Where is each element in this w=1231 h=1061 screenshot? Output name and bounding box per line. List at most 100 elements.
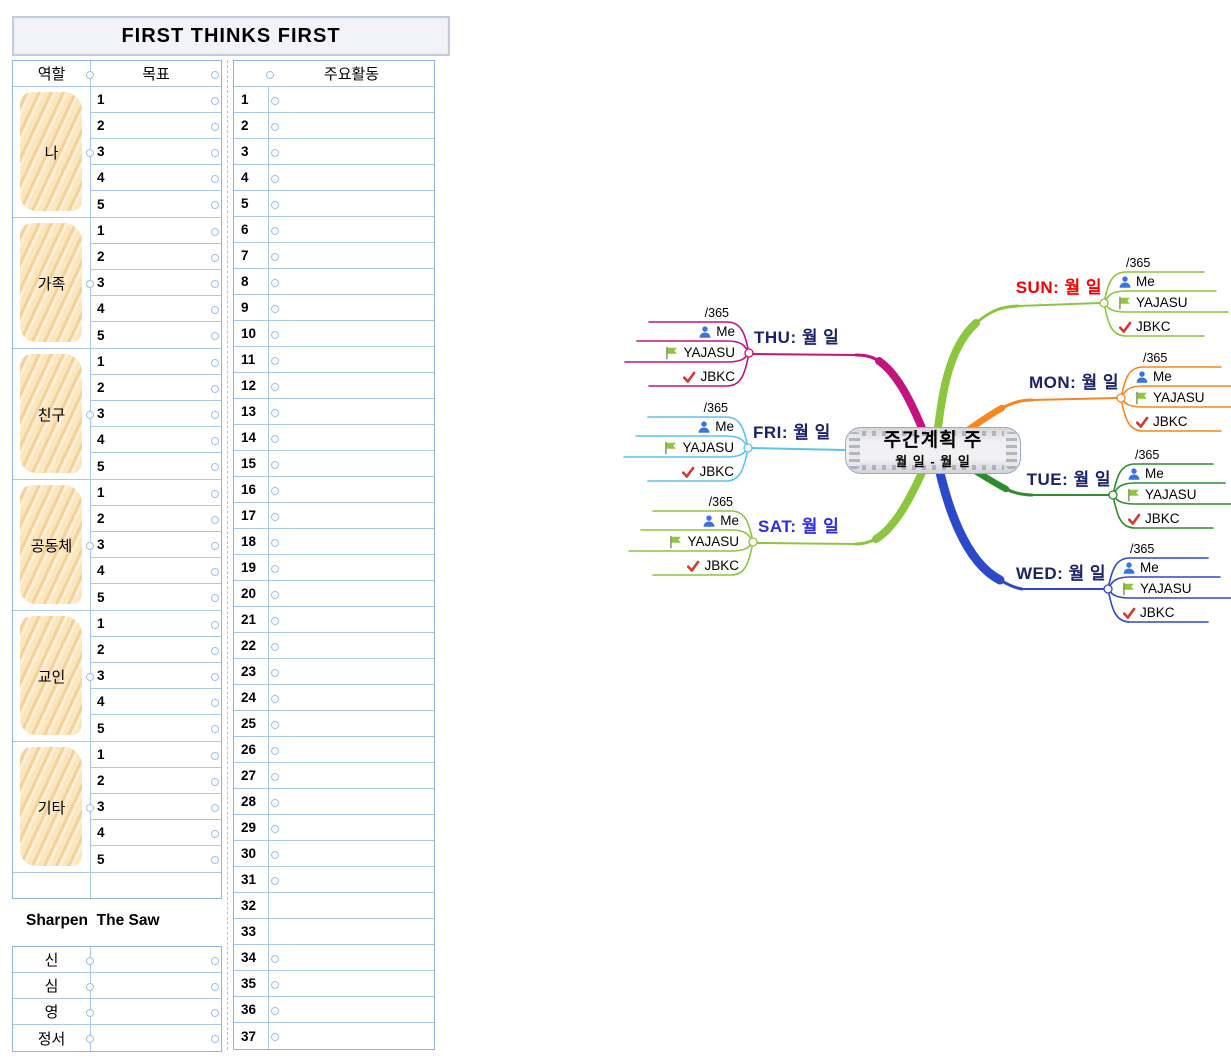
activity-row[interactable]: 36 xyxy=(234,997,434,1023)
branch-wed-label[interactable]: WED: 월 일 xyxy=(1015,564,1106,583)
activity-row[interactable]: 8 xyxy=(234,269,434,295)
branch-sun-child-365[interactable]: /365 xyxy=(1126,256,1150,270)
activity-row[interactable]: 15 xyxy=(234,451,434,477)
sharpen-row-cell[interactable] xyxy=(91,1025,221,1051)
sharpen-row-cell[interactable] xyxy=(91,973,221,998)
goal-row[interactable]: 1 xyxy=(91,218,221,244)
sharpen-row[interactable]: 신 xyxy=(13,947,221,973)
sharpen-row[interactable]: 정서 xyxy=(13,1025,221,1051)
goal-row[interactable]: 1 xyxy=(91,349,221,375)
branch-wed-child-me[interactable]: Me xyxy=(1122,560,1159,575)
branch-tue-child-yajasu[interactable]: YAJASU xyxy=(1127,487,1197,502)
branch-tue-junction-handle[interactable] xyxy=(1108,490,1118,500)
role-cell[interactable]: 기타 xyxy=(13,742,94,872)
branch-fri-child-me[interactable]: Me xyxy=(697,419,734,434)
branch-fri-child-365[interactable]: /365 xyxy=(704,401,728,415)
activity-row[interactable]: 29 xyxy=(234,815,434,841)
branch-wed-child-jbkc[interactable]: JBKC xyxy=(1122,605,1175,620)
goal-row[interactable]: 1 xyxy=(91,611,221,637)
activity-row[interactable]: 12 xyxy=(234,373,434,399)
branch-thu-child-jbkc[interactable]: JBKC xyxy=(682,369,735,384)
branch-fri-label[interactable]: FRI: 월 일 xyxy=(753,423,831,442)
activity-row[interactable]: 4 xyxy=(234,165,434,191)
goal-row[interactable]: 2 xyxy=(91,113,221,139)
sharpen-row[interactable]: 심 xyxy=(13,973,221,999)
role-cell[interactable]: 교인 xyxy=(13,611,94,741)
branch-wed-child-365[interactable]: /365 xyxy=(1130,542,1154,556)
activity-row[interactable]: 17 xyxy=(234,503,434,529)
goal-row[interactable]: 4 xyxy=(91,165,221,191)
goal-row[interactable]: 4 xyxy=(91,558,221,584)
activity-row[interactable]: 28 xyxy=(234,789,434,815)
activity-row[interactable]: 7 xyxy=(234,243,434,269)
branch-wed-junction-handle[interactable] xyxy=(1103,584,1113,594)
activity-row[interactable]: 22 xyxy=(234,633,434,659)
activity-row[interactable]: 13 xyxy=(234,399,434,425)
goal-row[interactable]: 5 xyxy=(91,846,221,872)
role-cell[interactable]: 친구 xyxy=(13,349,94,479)
branch-sat-child-365[interactable]: /365 xyxy=(709,495,733,509)
activity-row[interactable]: 24 xyxy=(234,685,434,711)
sharpen-the-saw-title[interactable]: Sharpen The Saw xyxy=(26,912,160,929)
goal-row[interactable]: 5 xyxy=(91,453,221,479)
goal-row[interactable]: 1 xyxy=(91,87,221,113)
activity-row[interactable]: 32 xyxy=(234,893,434,919)
branch-sat-junction-handle[interactable] xyxy=(748,537,758,547)
activity-row[interactable]: 6 xyxy=(234,217,434,243)
branch-mon-child-me[interactable]: Me xyxy=(1135,369,1172,384)
goal-row[interactable]: 5 xyxy=(91,322,221,348)
goal-row[interactable]: 4 xyxy=(91,820,221,846)
goal-row[interactable]: 5 xyxy=(91,715,221,741)
branch-sat-child-me[interactable]: Me xyxy=(702,513,739,528)
activity-row[interactable]: 30 xyxy=(234,841,434,867)
activity-row[interactable]: 37 xyxy=(234,1023,434,1049)
sharpen-row-cell[interactable] xyxy=(91,947,221,972)
branch-thu-child-yajasu[interactable]: YAJASU xyxy=(665,345,735,360)
activity-row[interactable]: 19 xyxy=(234,555,434,581)
activity-row[interactable]: 34 xyxy=(234,945,434,971)
goal-row[interactable]: 3 xyxy=(91,663,221,689)
goal-row[interactable]: 5 xyxy=(91,584,221,610)
goal-row[interactable]: 2 xyxy=(91,244,221,270)
mindmap-center-node[interactable]: 주간계획 주 월 일 - 월 일 xyxy=(845,427,1021,474)
activity-row[interactable]: 14 xyxy=(234,425,434,451)
goal-row[interactable]: 2 xyxy=(91,768,221,794)
goal-row[interactable]: 3 xyxy=(91,401,221,427)
activity-row[interactable]: 18 xyxy=(234,529,434,555)
activity-row[interactable]: 2 xyxy=(234,113,434,139)
activity-row[interactable]: 20 xyxy=(234,581,434,607)
goal-row[interactable]: 3 xyxy=(91,794,221,820)
branch-tue-child-me[interactable]: Me xyxy=(1127,466,1164,481)
activity-row[interactable]: 26 xyxy=(234,737,434,763)
sharpen-row[interactable]: 영 xyxy=(13,999,221,1025)
activity-row[interactable]: 10 xyxy=(234,321,434,347)
goal-row[interactable]: 4 xyxy=(91,427,221,453)
activity-row[interactable]: 11 xyxy=(234,347,434,373)
activity-row[interactable]: 31 xyxy=(234,867,434,893)
branch-mon-child-yajasu[interactable]: YAJASU xyxy=(1135,390,1205,405)
branch-mon-label[interactable]: MON: 월 일 xyxy=(1028,373,1119,392)
goal-row[interactable]: 3 xyxy=(91,532,221,558)
branch-sat-label[interactable]: SAT: 월 일 xyxy=(758,517,840,536)
activity-row[interactable]: 33 xyxy=(234,919,434,945)
branch-fri-junction-handle[interactable] xyxy=(743,443,753,453)
role-cell[interactable]: 공동체 xyxy=(13,480,94,610)
goal-row[interactable]: 3 xyxy=(91,139,221,165)
branch-sat-child-yajasu[interactable]: YAJASU xyxy=(669,534,739,549)
branch-tue-child-jbkc[interactable]: JBKC xyxy=(1127,511,1180,526)
activity-row[interactable]: 9 xyxy=(234,295,434,321)
planner-title-box[interactable]: FIRST THINKS FIRST xyxy=(12,16,450,56)
branch-sun-junction-handle[interactable] xyxy=(1099,298,1109,308)
branch-sun-label[interactable]: SUN: 월 일 xyxy=(1015,278,1102,297)
activity-row[interactable]: 35 xyxy=(234,971,434,997)
branch-fri-child-yajasu[interactable]: YAJASU xyxy=(664,440,734,455)
branch-thu-child-me[interactable]: Me xyxy=(698,324,735,339)
activity-row[interactable]: 23 xyxy=(234,659,434,685)
branch-fri-child-jbkc[interactable]: JBKC xyxy=(681,464,734,479)
branch-sat-child-jbkc[interactable]: JBKC xyxy=(686,558,739,573)
empty-row[interactable] xyxy=(13,873,221,898)
goal-row[interactable]: 2 xyxy=(91,375,221,401)
activity-row[interactable]: 5 xyxy=(234,191,434,217)
branch-sun-child-me[interactable]: Me xyxy=(1118,274,1155,289)
goal-row[interactable]: 1 xyxy=(91,742,221,768)
